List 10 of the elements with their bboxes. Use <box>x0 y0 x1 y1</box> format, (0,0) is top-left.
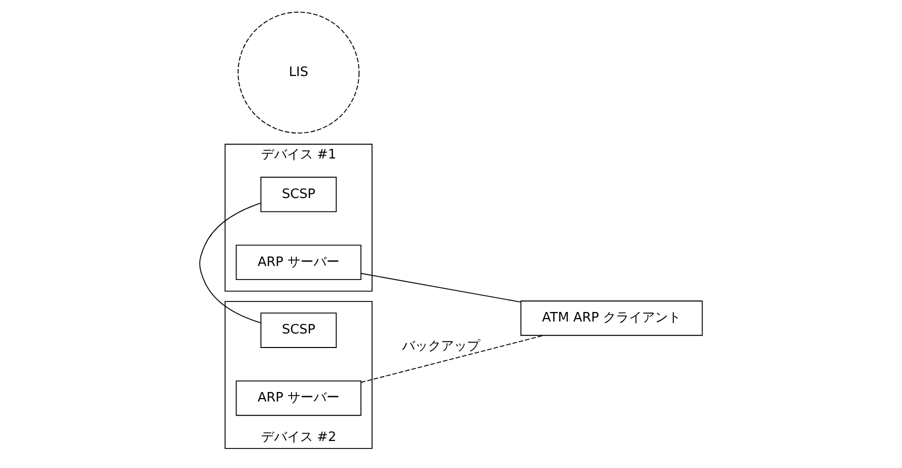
node-box: ARP サーバー <box>236 380 362 416</box>
connector <box>199 202 262 324</box>
connector <box>360 334 544 383</box>
node-circle: LIS <box>238 12 360 134</box>
node-box: SCSP <box>260 176 337 212</box>
connector <box>360 272 522 303</box>
edge-label: バックアップ <box>402 338 480 354</box>
node-box: ARP サーバー <box>236 244 362 280</box>
node-box: ATM ARP クライアント <box>520 300 703 336</box>
node-box: SCSP <box>260 312 337 348</box>
